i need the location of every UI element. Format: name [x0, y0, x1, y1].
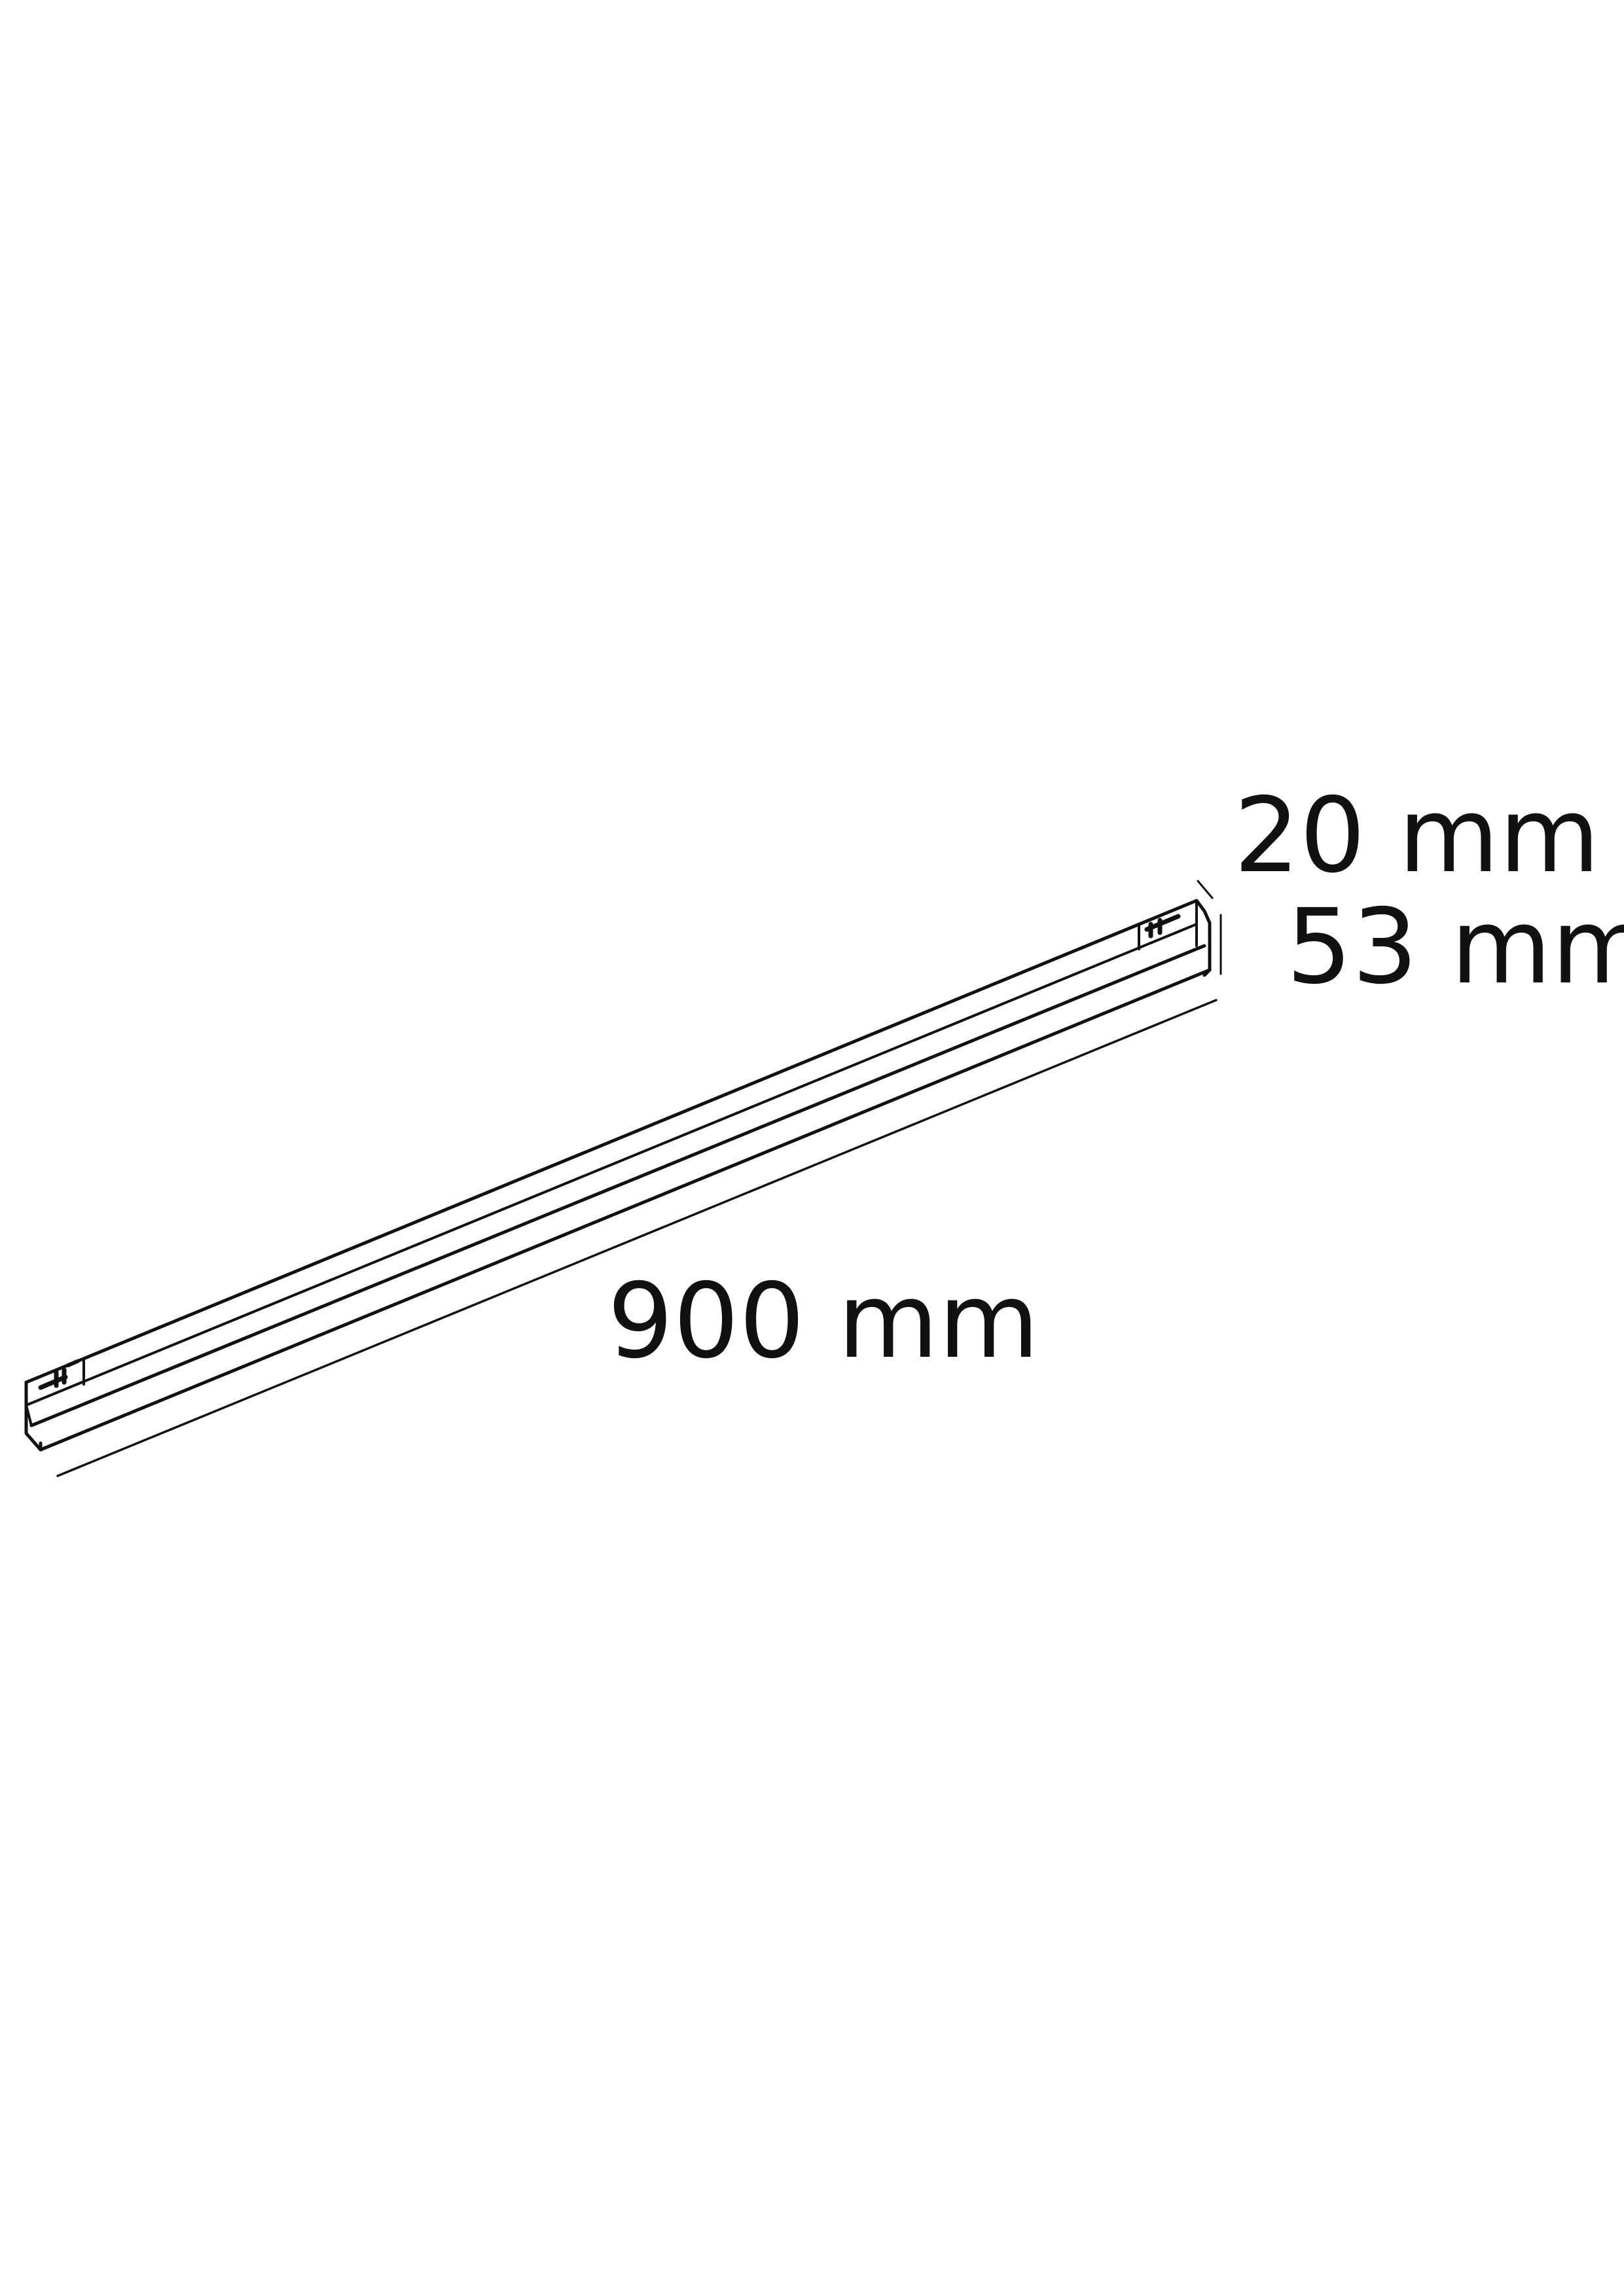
left-end-cap-inner: [25, 1404, 33, 1427]
left-connector-mark: [38, 1374, 68, 1390]
right-end-cap: [1195, 899, 1212, 977]
body-bottom-edge: [39, 968, 1212, 1452]
left-connector-slot: [66, 1359, 79, 1367]
right-connector-slot: [1164, 914, 1180, 924]
depth-dimension-label: 20 mm: [1234, 776, 1600, 896]
body-mid-edge: [29, 944, 1206, 1427]
length-dimension-label: 900 mm: [607, 1261, 1039, 1382]
body-top-front-edge: [25, 923, 1198, 1407]
length-dimension-line: [56, 999, 1218, 1477]
body-top-back-edge: [24, 899, 1199, 1384]
depth-dimension-line: [1197, 880, 1214, 899]
height-dimension-label: 53 mm: [1286, 887, 1624, 1007]
